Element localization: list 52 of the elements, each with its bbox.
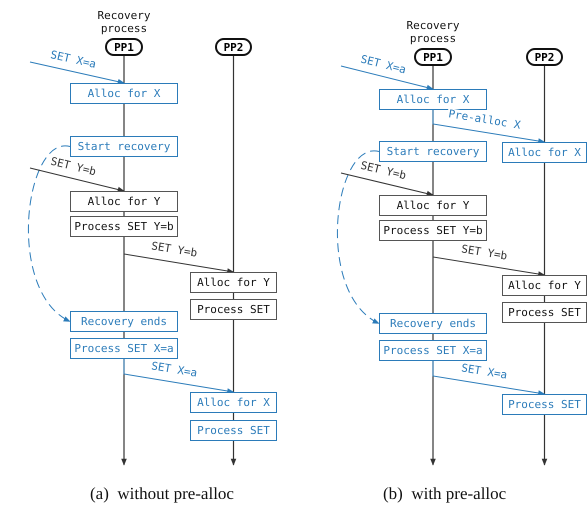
message-arrow (340, 172, 434, 196)
lifeline (544, 323, 546, 394)
process-box: Alloc for Y (70, 191, 178, 212)
participant-box: PP1 (105, 38, 143, 56)
process-box: Alloc for X (70, 83, 178, 104)
lifeline (232, 320, 234, 392)
dashed-arrow (337, 151, 380, 324)
lifeline (544, 66, 546, 142)
lifeline (432, 66, 434, 89)
process-box: Process SET X=a (379, 340, 487, 361)
lifeline (123, 104, 125, 136)
participant-box: PP2 (526, 48, 563, 66)
lifeline (432, 162, 434, 195)
participant-caption: Recovery process (406, 19, 460, 45)
message-arrow (432, 360, 546, 396)
message-arrow (30, 168, 125, 192)
process-box: Alloc for X (502, 142, 587, 163)
dashed-arrow (28, 146, 71, 322)
process-box: Alloc for Y (379, 195, 487, 216)
participant-box: PP1 (414, 48, 452, 66)
process-box: Alloc for Y (190, 272, 277, 293)
message-arrow (340, 66, 434, 90)
process-box: Process SET Y=b (379, 220, 487, 241)
lifeline (544, 163, 546, 275)
lifeline (232, 56, 234, 272)
message-arrow (30, 62, 125, 84)
edge-label: SET X=a (48, 48, 98, 71)
process-box: Process SET Y=b (70, 216, 178, 237)
participant-box: PP2 (215, 38, 252, 56)
process-box: Recovery ends (379, 313, 487, 334)
message-arrow (432, 240, 546, 277)
process-box: Start recovery (70, 136, 178, 157)
process-box: Process SET X=a (70, 338, 178, 359)
process-box: Process SET (502, 302, 587, 323)
process-box: Alloc for Y (502, 275, 587, 296)
message-arrow (432, 110, 546, 144)
process-box: Recovery ends (70, 311, 178, 332)
lifeline (123, 56, 125, 83)
message-arrow (124, 236, 234, 274)
lifeline-arrow (230, 441, 236, 466)
lifeline (123, 157, 125, 191)
process-box: Process SET (190, 299, 277, 320)
process-box: Process SET (190, 420, 277, 441)
process-box: Alloc for X (379, 89, 487, 110)
process-box: Process SET (502, 394, 587, 415)
panel-caption: (a) without pre-alloc (90, 484, 234, 504)
participant-caption: Recovery process (96, 9, 152, 35)
process-box: Alloc for X (190, 392, 277, 413)
panel-caption: (b) with pre-alloc (383, 484, 506, 504)
process-box: Start recovery (379, 141, 487, 162)
message-arrow (124, 358, 234, 394)
lifeline-arrow (542, 415, 548, 466)
